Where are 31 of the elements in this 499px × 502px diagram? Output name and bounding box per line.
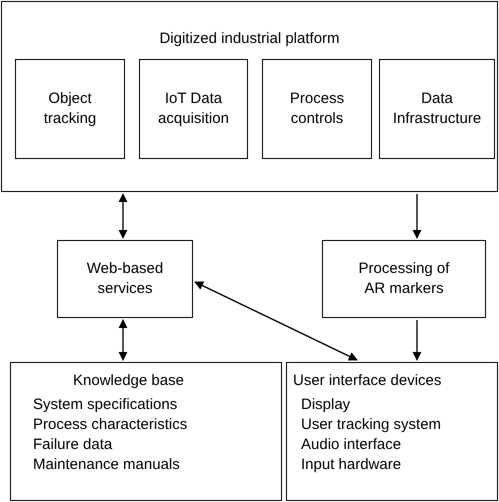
arrow [118,319,128,361]
process-box [286,362,498,501]
box-label: Process controls [288,89,346,129]
process-box [262,59,372,159]
arrow [412,194,422,239]
process-box [322,240,486,318]
list-item: Failure data [33,435,114,455]
list-item: Input hardware [301,455,402,475]
arrow [194,281,358,361]
arrow [412,320,422,361]
list-item: Audio interface [301,435,402,455]
list-item: Process characteristics [33,415,188,435]
box-title: Digitized industrial platform [158,29,341,49]
platform-box [1,1,498,192]
box-label: IoT Data acquisition [157,89,230,129]
process-box [57,240,193,318]
list-item: User tracking system [301,415,442,435]
list-item: Display [301,395,352,415]
list-item: System specifications [33,395,178,415]
process-box [10,362,282,501]
box-title: User interface devices [292,371,442,391]
box-label: Object tracking [42,89,98,129]
process-box [379,59,495,159]
box-label: Web-based services [86,259,164,299]
process-box [15,59,125,159]
box-title: Knowledge base [72,371,185,391]
arrow [118,193,128,239]
list-item: Maintenance manuals [33,455,181,475]
box-label: Data Infrastructure [392,89,482,129]
box-label: Processing of AR markers [358,259,450,299]
process-box [139,59,248,159]
